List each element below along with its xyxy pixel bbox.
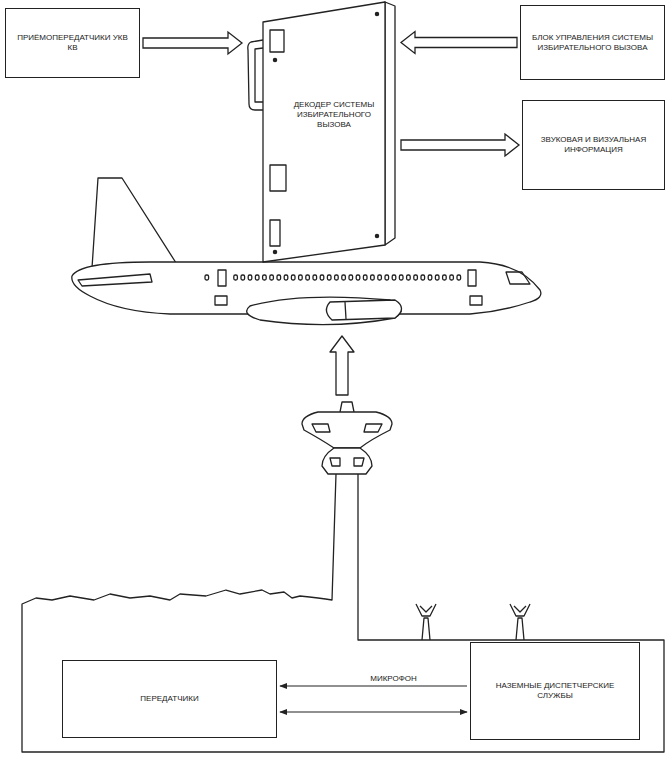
window [205, 275, 209, 280]
window [399, 275, 403, 280]
window [335, 275, 339, 280]
screw [273, 58, 276, 61]
tower-window [330, 458, 340, 466]
node-text: БЛОК УПРАВЛЕНИЯ СИСТЕМЫ ИЗБИРАТЕЛЬНОГО В… [529, 33, 656, 53]
engine-line [345, 302, 346, 319]
window [255, 275, 259, 280]
control-unit-box: БЛОК УПРАВЛЕНИЯ СИСТЕМЫ ИЗБИРАТЕЛЬНОГО В… [520, 5, 665, 80]
window [443, 275, 447, 280]
engine [326, 300, 401, 320]
window [457, 275, 461, 280]
decoder-unit: ДЕКОДЕР СИСТЕМЫ ИЗБИРАТЕЛЬНОГО ВЫЗОВА [245, 0, 398, 265]
node-text: ПЕРЕДАТЧИКИ [140, 694, 198, 704]
window [327, 275, 331, 280]
link-line [280, 685, 467, 686]
screw [375, 12, 378, 15]
front-panel [263, 2, 385, 262]
window [313, 275, 317, 280]
wing [247, 297, 402, 324]
antenna [416, 604, 436, 640]
signal-arrow [401, 134, 519, 156]
door [218, 270, 226, 286]
window [306, 275, 310, 280]
screw [273, 250, 276, 253]
decoder-device-drawing [245, 0, 398, 265]
transmitter-box: ПЕРЕДАТЧИКИ [62, 660, 277, 738]
cockpit-window [506, 272, 530, 284]
edge-label: МИКРОФОН [367, 674, 420, 683]
window [277, 275, 281, 280]
node-text: ДЕКОДЕР СИСТЕМЫ ИЗБИРАТЕЛЬНОГО ВЫЗОВА [287, 100, 381, 130]
door [468, 270, 476, 286]
dispatch-box: НАЗЕМНЫЕ ДИСПЕТЧЕРСКИЕ СЛУЖБЫ [470, 642, 640, 740]
window [378, 275, 382, 280]
window [421, 275, 425, 280]
window [435, 275, 439, 280]
link-line [280, 711, 467, 712]
cargo-door [470, 296, 482, 305]
tower-window [312, 424, 330, 432]
window [320, 275, 324, 280]
indicator-window [270, 165, 286, 191]
connector-plate [270, 220, 280, 246]
antenna [510, 604, 530, 640]
tower-window [354, 458, 364, 466]
window [363, 275, 367, 280]
window [428, 275, 432, 280]
handle [255, 48, 263, 102]
window [407, 275, 411, 280]
window [356, 275, 360, 280]
tower-antenna [340, 402, 354, 412]
indicator-window [270, 30, 284, 52]
node-text: НАЗЕМНЫЕ ДИСПЕТЧЕРСКИЕ СЛУЖБЫ [479, 681, 631, 701]
node-text: ЗВУКОВАЯ И ВИЗУАЛЬНАЯ ИНФОРМАЦИЯ [531, 135, 656, 155]
window [349, 275, 353, 280]
window [291, 275, 295, 280]
window [342, 275, 346, 280]
window [270, 275, 274, 280]
transceiver-box: ПРИЁМОПЕРЕДАТЧИКИ УКВ КВ [5, 8, 140, 78]
signal-arrow [143, 32, 242, 54]
window [263, 275, 267, 280]
tail-fin [92, 178, 178, 268]
tower-window [364, 424, 382, 432]
node-text: ПРИЁМОПЕРЕДАТЧИКИ УКВ КВ [14, 33, 131, 53]
window [385, 275, 389, 280]
handle [248, 40, 263, 110]
output-info-box: ЗВУКОВАЯ И ВИЗУАЛЬНАЯ ИНФОРМАЦИЯ [522, 100, 665, 190]
window [234, 275, 238, 280]
window [392, 275, 396, 280]
window [414, 275, 418, 280]
window [248, 275, 252, 280]
stabilizer [78, 274, 152, 286]
tower-lower-cab [322, 448, 372, 474]
cargo-door [215, 296, 227, 305]
window [241, 275, 245, 280]
window-row [205, 275, 461, 280]
window [371, 275, 375, 280]
tower-cab [302, 412, 392, 448]
window [450, 275, 454, 280]
window [299, 275, 303, 280]
uplink-arrow [330, 336, 354, 395]
signal-arrow [401, 32, 517, 54]
screw [375, 234, 378, 237]
side-panel [385, 2, 395, 245]
window [284, 275, 288, 280]
terminal-building [22, 474, 664, 752]
